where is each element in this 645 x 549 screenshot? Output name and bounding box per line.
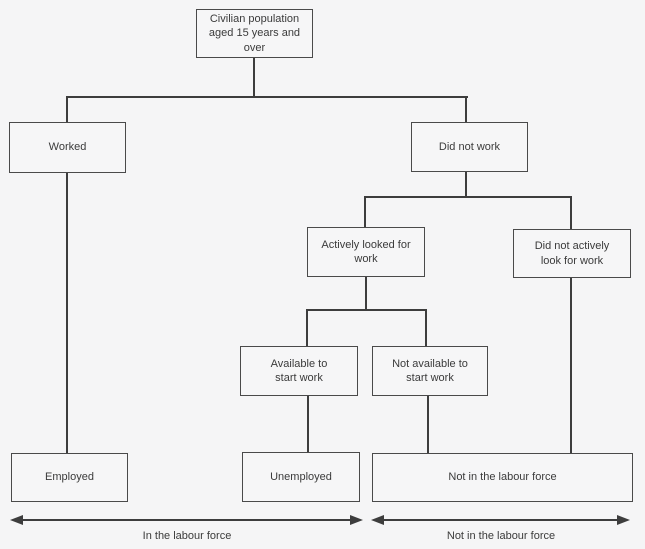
connector-to-available xyxy=(306,309,308,346)
node-not-in-the-labour-force-label: Not in the labour force xyxy=(448,471,557,484)
node-actively-looked-for-work: Actively looked for work xyxy=(307,227,425,277)
node-not-in-the-labour-force: Not in the labour force xyxy=(372,453,633,502)
connector-level1-horizontal xyxy=(66,96,468,98)
connector-actively-looked-down xyxy=(365,276,367,311)
node-unemployed: Unemployed xyxy=(242,452,360,502)
connector-to-actively-looked xyxy=(364,196,366,227)
node-civilian-population: Civilian population aged 15 years and ov… xyxy=(196,9,313,58)
arrow-left-head-icon xyxy=(10,515,23,525)
connector-civilian-down xyxy=(253,58,255,97)
node-worked-label: Worked xyxy=(48,141,87,154)
connector-level2-horizontal xyxy=(364,196,572,198)
node-unemployed-label: Unemployed xyxy=(270,470,332,483)
connector-level3-horizontal xyxy=(306,309,427,311)
connector-available-to-unemployed xyxy=(307,395,309,452)
connector-to-worked xyxy=(66,96,68,123)
arrow-left-head-icon xyxy=(371,515,384,525)
connector-not-available-to-nilf xyxy=(427,395,429,453)
connector-worked-to-employed xyxy=(66,172,68,453)
node-did-not-work: Did not work xyxy=(411,122,528,172)
in-labour-force-span-label: In the labour force xyxy=(142,530,232,542)
node-did-not-work-label: Did not work xyxy=(438,140,501,153)
connector-to-not-available xyxy=(425,309,427,346)
node-available-to-start-work-label: Available to start work xyxy=(270,357,328,384)
node-not-available-to-start-work: Not available to start work xyxy=(372,346,488,396)
node-did-not-actively-look-label: Did not actively look for work xyxy=(534,240,610,267)
node-employed: Employed xyxy=(11,453,128,502)
node-employed-label: Employed xyxy=(45,471,94,484)
in-labour-force-span-arrow xyxy=(10,514,363,526)
node-worked: Worked xyxy=(9,122,126,173)
node-civilian-population-label: Civilian population aged 15 years and ov… xyxy=(208,13,301,54)
connector-to-did-not-work xyxy=(465,96,467,123)
node-did-not-actively-look: Did not actively look for work xyxy=(513,229,631,278)
connector-did-not-work-down xyxy=(465,171,467,198)
node-actively-looked-for-work-label: Actively looked for work xyxy=(321,238,411,265)
connector-to-did-not-actively xyxy=(570,196,572,229)
arrow-right-head-icon xyxy=(350,515,363,525)
node-not-available-to-start-work-label: Not available to start work xyxy=(392,357,468,384)
not-in-labour-force-span-label: Not in the labour force xyxy=(446,530,556,542)
node-available-to-start-work: Available to start work xyxy=(240,346,358,396)
arrow-right-head-icon xyxy=(617,515,630,525)
connector-did-not-actively-to-nilf xyxy=(570,277,572,453)
not-in-labour-force-span-arrow xyxy=(371,514,630,526)
